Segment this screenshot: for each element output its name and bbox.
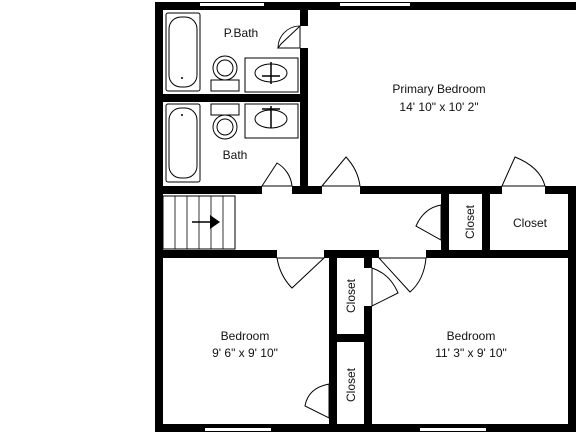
window-bottom-right <box>420 428 486 431</box>
door-bedroom-right[interactable] <box>377 257 427 293</box>
door-closet-upper[interactable] <box>371 267 399 307</box>
wall-bath-bottom-b <box>292 186 322 194</box>
door-closet-lower[interactable] <box>304 383 330 419</box>
wall-primary-bottom <box>360 186 502 194</box>
wall-closet-divider <box>329 334 372 342</box>
window-bottom-left <box>205 428 271 431</box>
primary-bedroom-name: Primary Bedroom <box>392 82 485 96</box>
wall-hall-bottom-a <box>155 250 277 258</box>
doors <box>261 24 546 419</box>
wall-outer-left <box>155 2 163 432</box>
door-hall-closet[interactable] <box>415 204 442 241</box>
bedroom-left-name: Bedroom <box>221 329 270 343</box>
wall-right-bedroom-left-b <box>364 306 372 432</box>
wall-right-bedroom-left <box>364 250 372 268</box>
hall-closet-label: Closet <box>463 204 477 239</box>
room-labels: P.Bath Bath Primary Bedroom 14' 10" x 10… <box>212 26 548 402</box>
window-top-pbath <box>200 3 264 6</box>
wall-bath-right-upper <box>300 2 308 26</box>
primary-closet-label: Closet <box>513 216 548 230</box>
bedroom-left-dims: 9' 6" x 9' 10" <box>212 346 278 360</box>
toilet-bath <box>210 103 240 116</box>
wall-outer-right-lower <box>568 186 576 432</box>
bedroom-right-dims: 11' 3" x 9' 10" <box>435 346 507 360</box>
door-primary-bedroom[interactable] <box>320 156 361 187</box>
door-primary-closet[interactable] <box>501 156 546 187</box>
pbath-label: P.Bath <box>224 26 258 40</box>
wall-closet-mid <box>482 186 490 256</box>
wall-hall-bottom-b <box>324 250 379 258</box>
wall-bath-divider <box>155 94 307 102</box>
wall-primary-bottom-right <box>545 186 576 194</box>
wall-bath-bottom <box>155 186 262 194</box>
toilet-pbath <box>210 79 240 92</box>
door-bath[interactable] <box>261 162 293 187</box>
bath-label: Bath <box>223 148 248 162</box>
closet-upper-label: Closet <box>344 278 358 313</box>
door-bedroom-left[interactable] <box>276 257 326 289</box>
window-top-primary <box>340 3 410 6</box>
door-pbath[interactable] <box>277 24 301 49</box>
stair-arrow-icon <box>210 215 220 229</box>
bedroom-right-name: Bedroom <box>447 329 496 343</box>
wall-closet-left <box>441 186 449 250</box>
walls <box>155 2 576 432</box>
wall-bath-right-lower <box>300 48 308 194</box>
wall-hall-bottom-c <box>426 250 576 258</box>
staircase <box>162 195 236 250</box>
closet-lower-label: Closet <box>344 367 358 402</box>
fixtures <box>165 12 299 183</box>
primary-bedroom-dims: 14' 10" x 10' 2" <box>399 100 478 114</box>
